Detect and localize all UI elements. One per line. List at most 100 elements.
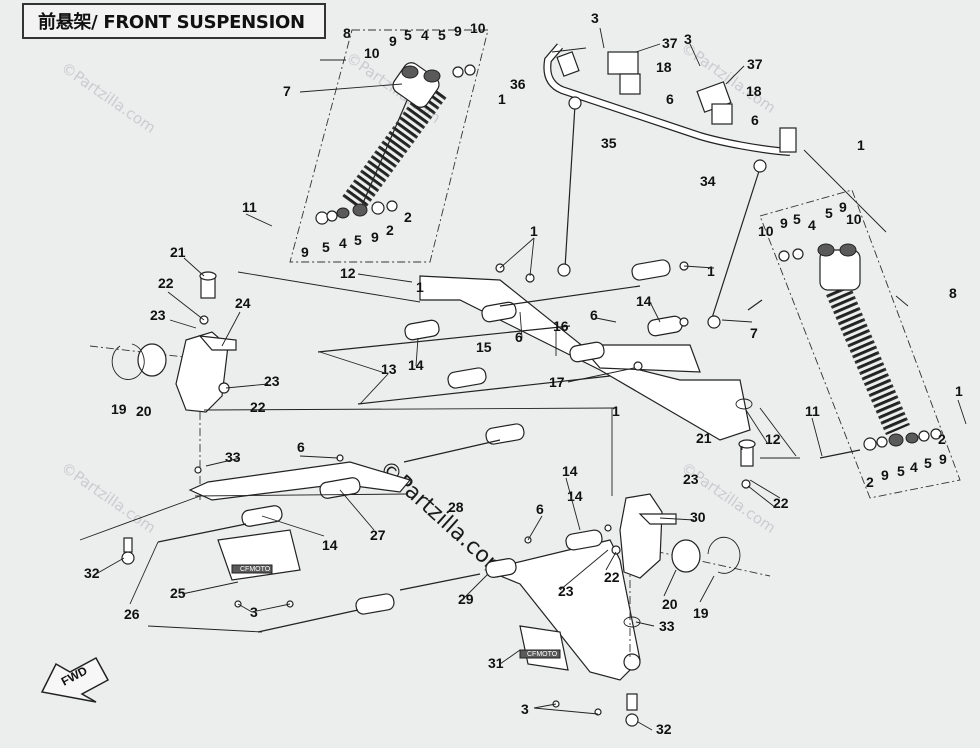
callout-label: 17 [549, 374, 565, 390]
callout-label: 5 [924, 455, 932, 471]
callout-label: 32 [84, 565, 100, 581]
callout-label: 5 [404, 27, 412, 43]
callout-label: 27 [370, 527, 386, 543]
callout-label: 14 [322, 537, 338, 553]
callout-label: 4 [808, 217, 816, 233]
callout-label: 14 [636, 293, 652, 309]
callout-labels: 8 10 9 5 4 5 9 10 7 1 36 3 37 18 6 3 37 … [84, 10, 963, 737]
callout-label: 1 [955, 383, 963, 399]
leader-lines [79, 47, 909, 633]
callout-label: 37 [662, 35, 678, 51]
callout-label: 23 [558, 583, 574, 599]
callout-label: 23 [150, 307, 166, 323]
callout-label: 37 [747, 56, 763, 72]
callout-label: 9 [301, 244, 309, 260]
callout-label: 22 [250, 399, 266, 415]
callout-label: 12 [765, 431, 781, 447]
callout-label: 9 [454, 23, 462, 39]
callout-label: 22 [604, 569, 620, 585]
callout-label: 7 [283, 83, 291, 99]
callout-label: 5 [354, 232, 362, 248]
callout-label: 21 [696, 430, 712, 446]
callout-label: 10 [758, 223, 774, 239]
callout-label: 25 [170, 585, 186, 601]
callout-label: 19 [693, 605, 709, 621]
callout-label: 3 [521, 701, 529, 717]
callout-label: 14 [567, 488, 583, 504]
forward-arrow: FWD [40, 656, 110, 703]
lower-a-arm-right: CFMOTO [484, 524, 641, 727]
callout-label: 32 [656, 721, 672, 737]
callout-label: 9 [389, 33, 397, 49]
title-box: 前悬架/ FRONT SUSPENSION [22, 3, 326, 39]
callout-label: 9 [939, 451, 947, 467]
callout-label: 18 [746, 83, 762, 99]
callout-label: 1 [857, 137, 865, 153]
callout-label: 11 [242, 199, 257, 215]
callout-label: 2 [938, 431, 946, 447]
callout-label: 5 [793, 211, 801, 227]
callout-label: 6 [536, 501, 544, 517]
callout-label: 12 [340, 265, 356, 281]
callout-label: 29 [458, 591, 474, 607]
callout-label: 2 [386, 222, 394, 238]
callout-label: 4 [339, 235, 347, 251]
callout-label: 6 [590, 307, 598, 323]
callout-label: 18 [656, 59, 672, 75]
callout-label: 4 [421, 27, 429, 43]
callout-label: 5 [825, 205, 833, 221]
callout-label: 20 [662, 596, 678, 612]
callout-label: 9 [881, 467, 889, 483]
callout-label: 3 [591, 10, 599, 26]
left-shock-assembly [289, 29, 489, 263]
skid-plate-decal-right: CFMOTO [527, 651, 558, 658]
right-shock-assembly [747, 189, 961, 499]
callout-label: 26 [124, 606, 140, 622]
callout-label: 9 [371, 229, 379, 245]
callout-label: 5 [438, 27, 446, 43]
callout-label: 10 [470, 20, 486, 36]
callout-label: 5 [322, 239, 330, 255]
callout-label: 35 [601, 135, 617, 151]
callout-label: 4 [910, 459, 918, 475]
callout-label: 23 [683, 471, 699, 487]
callout-label: 6 [515, 329, 523, 345]
callout-label: 21 [170, 244, 186, 260]
callout-label: 7 [750, 325, 758, 341]
callout-label: 6 [297, 439, 305, 455]
callout-label: 9 [780, 215, 788, 231]
callout-label: 34 [700, 173, 716, 189]
callout-label: 10 [846, 211, 862, 227]
callout-label: 1 [612, 403, 620, 419]
callout-label: 15 [476, 339, 492, 355]
lower-a-arm-left: CFMOTO [121, 423, 525, 633]
right-knuckle [611, 398, 771, 660]
callout-label: 24 [235, 295, 251, 311]
callout-label: 3 [684, 31, 692, 47]
callout-label: 20 [136, 403, 152, 419]
callout-label: 33 [225, 449, 241, 465]
skid-plate-decal-left: CFMOTO [240, 566, 271, 573]
callout-label: 11 [805, 403, 820, 419]
callout-label: 8 [949, 285, 957, 301]
callout-label: 10 [364, 45, 380, 61]
callout-label: 6 [666, 91, 674, 107]
stabilizer-bar [543, 43, 797, 329]
callout-label: 1 [707, 263, 715, 279]
callout-label: 36 [510, 76, 526, 92]
callout-leaders [95, 27, 967, 731]
callout-label: 22 [773, 495, 789, 511]
callout-label: 1 [498, 91, 506, 107]
callout-label: 2 [866, 474, 874, 490]
callout-label: 16 [553, 318, 569, 334]
callout-label: 13 [381, 361, 397, 377]
callout-label: 19 [111, 401, 127, 417]
upper-a-arm [317, 259, 751, 441]
callout-label: 33 [659, 618, 675, 634]
callout-label: 31 [488, 655, 504, 671]
callout-label: 22 [158, 275, 174, 291]
callout-label: 23 [264, 373, 280, 389]
callout-label: 1 [530, 223, 538, 239]
watermark-bottom-left: ©Partzilla.com [58, 459, 159, 537]
